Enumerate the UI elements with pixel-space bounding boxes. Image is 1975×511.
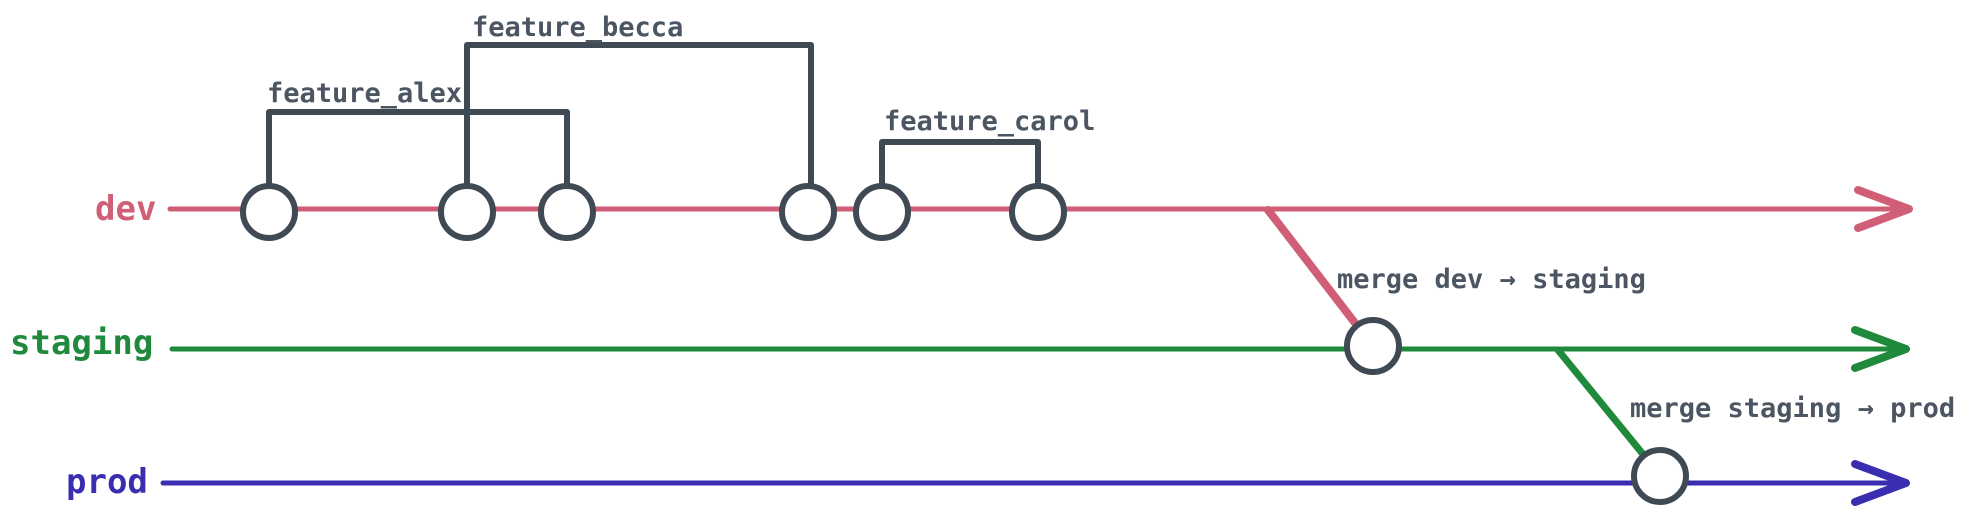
commit-node (438, 183, 496, 241)
commit-node (240, 183, 298, 241)
commit-node (538, 183, 596, 241)
merge-commit-node-prod (1631, 447, 1689, 505)
feature-label-alex: feature_alex (267, 78, 463, 109)
feature-carol-bracket (879, 139, 1041, 189)
branch-label-dev: dev (95, 189, 157, 229)
staging-arrowhead-icon (1851, 326, 1910, 372)
commit-node (779, 183, 837, 241)
commit-node (1009, 183, 1067, 241)
commit-node (853, 183, 911, 241)
merge-commit-node-staging (1344, 317, 1402, 375)
branch-label-prod: prod (66, 462, 148, 502)
feature-alex-bracket (266, 109, 570, 189)
merge-staging-to-prod-line (1554, 346, 1646, 457)
branch-label-staging: staging (10, 323, 154, 363)
prod-arrowhead-icon (1851, 460, 1910, 506)
merge-dev-to-staging-line (1264, 206, 1359, 327)
feature-becca-bracket (464, 42, 814, 191)
feature-label-becca: feature_becca (472, 12, 684, 43)
feature-label-carol: feature_carol (884, 106, 1096, 137)
merge-label-staging-to-prod: merge staging → prod (1630, 393, 1956, 424)
merge-label-dev-to-staging: merge dev → staging (1337, 264, 1646, 295)
dev-arrowhead-icon (1854, 186, 1913, 232)
